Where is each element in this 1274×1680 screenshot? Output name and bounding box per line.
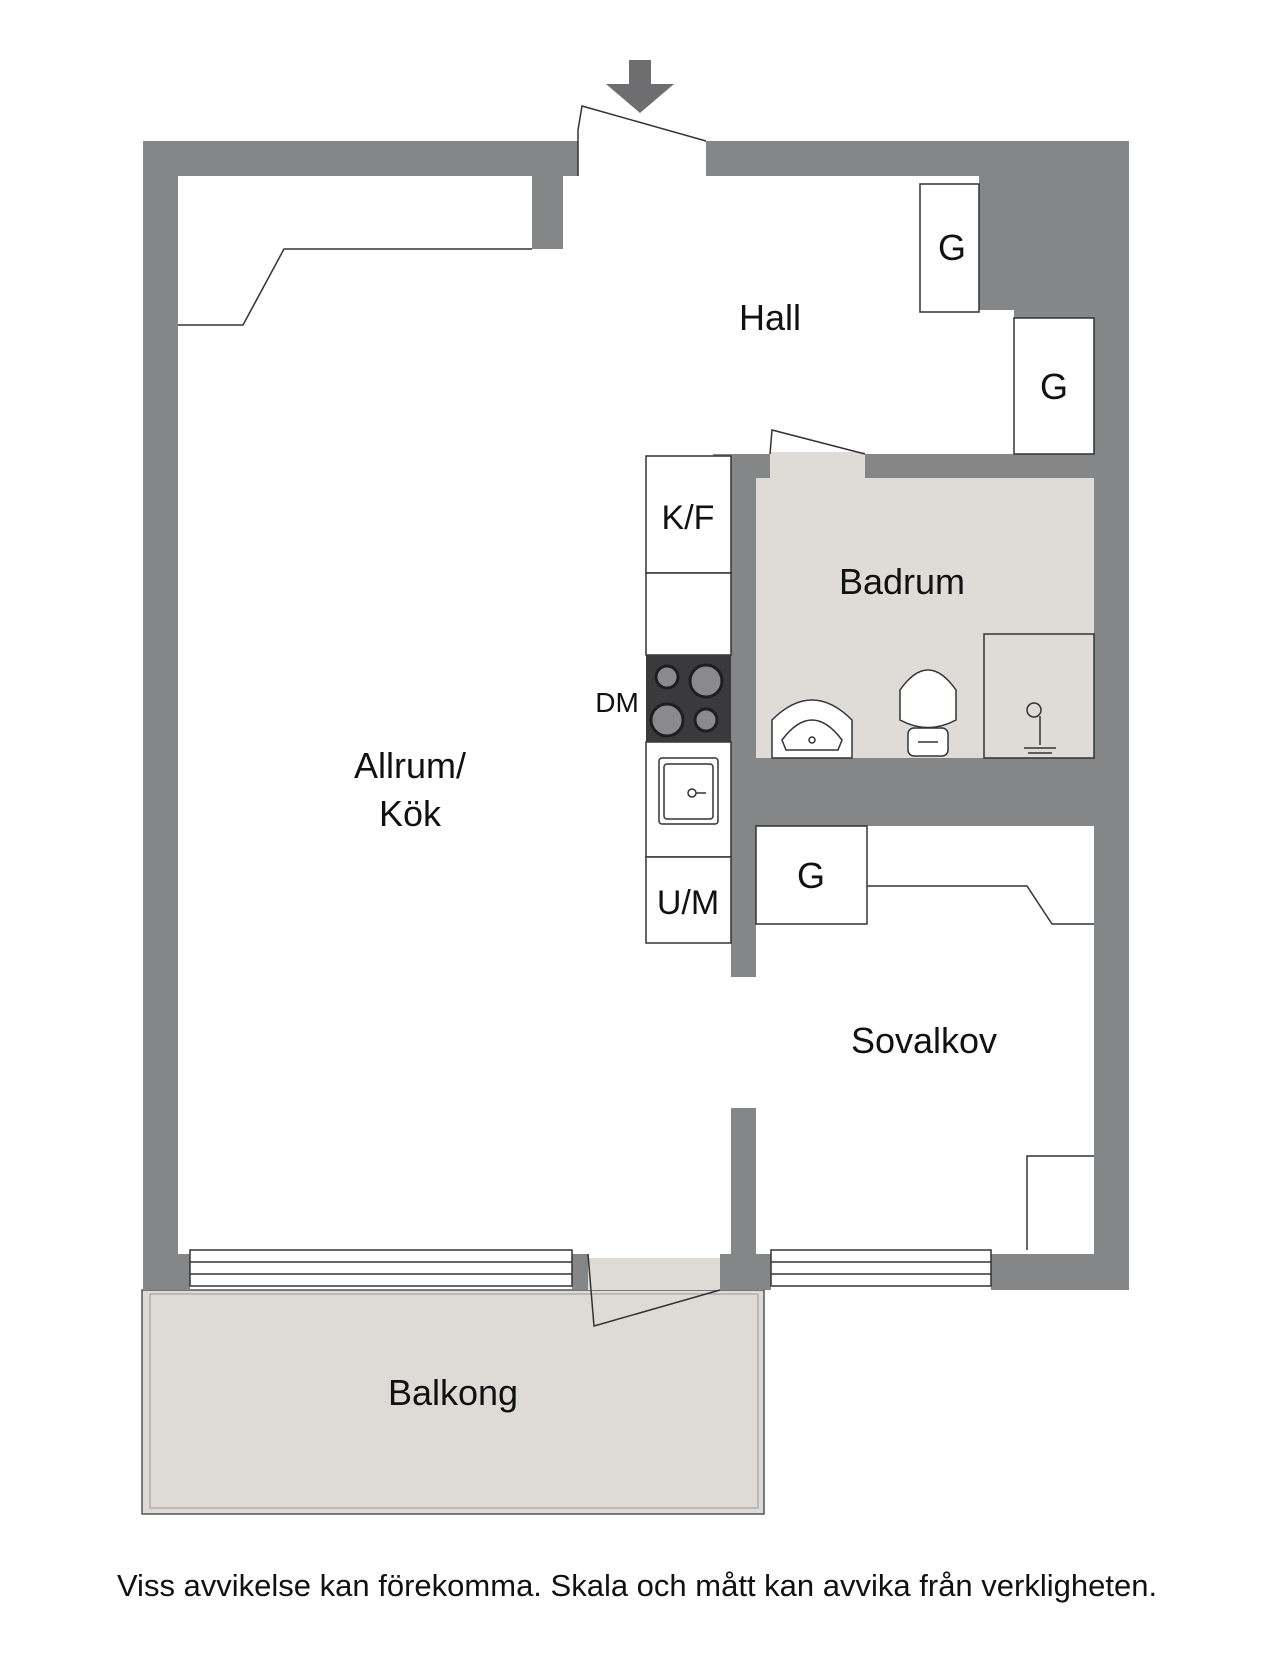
- storage-label-hall-1: G: [938, 227, 966, 268]
- bathroom-door-threshold: [770, 452, 865, 480]
- window-right: [770, 1249, 992, 1287]
- hall-shelf: [178, 248, 532, 326]
- room-label-hall: Hall: [739, 297, 801, 338]
- storage-label-hall-2: G: [1040, 366, 1068, 407]
- sovalkov-closet: [1026, 1155, 1094, 1250]
- entrance-door: [577, 105, 707, 176]
- balcony-door: [587, 1253, 721, 1327]
- shower-icon: [983, 633, 1095, 759]
- room-label-balkong: Balkong: [388, 1372, 518, 1413]
- room-label-allrum: Allrum/: [354, 745, 466, 786]
- storage-label-sovalkov: G: [797, 855, 825, 896]
- balcony-floor: [141, 1289, 765, 1515]
- sovalkov-wardrobe: [755, 825, 868, 925]
- room-label-sovalkov: Sovalkov: [851, 1020, 997, 1061]
- stove-icon: [646, 655, 731, 742]
- room-label-kok: Kök: [379, 793, 442, 834]
- window-left: [189, 1249, 573, 1287]
- walls: [143, 141, 1129, 1290]
- bathroom-door: [769, 429, 866, 455]
- washbasin-icon: [771, 699, 853, 759]
- appliance-label-dm: DM: [595, 687, 639, 718]
- hall-wardrobe-1: [919, 183, 980, 313]
- hall-wardrobe-2: [1013, 317, 1095, 455]
- disclaimer-text: Viss avvikelse kan förekomma. Skala och …: [116, 1568, 1158, 1603]
- appliance-label-um: U/M: [657, 884, 719, 922]
- room-label-badrum: Badrum: [839, 561, 965, 602]
- balcony-inner-line: [149, 1293, 759, 1509]
- sink-icon: [658, 757, 719, 825]
- appliance-label-kf: K/F: [662, 499, 715, 537]
- entrance-arrow-icon: [606, 60, 674, 113]
- toilet-icon: [899, 669, 957, 757]
- balcony-door-threshold: [588, 1258, 720, 1290]
- kitchen-counter: [645, 455, 732, 944]
- sovalkov-shelf: [867, 885, 1094, 925]
